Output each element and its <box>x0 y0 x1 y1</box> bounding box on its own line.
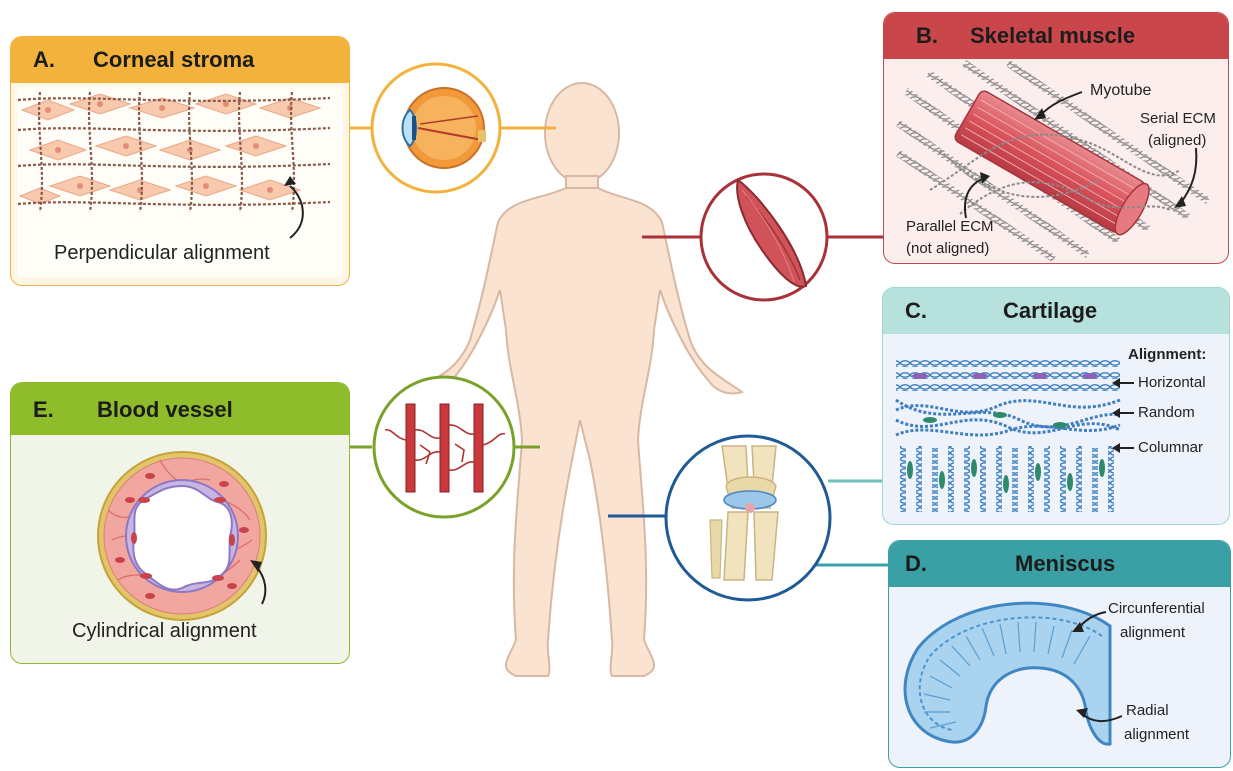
circumferential-label: Circunferential <box>1108 600 1205 617</box>
panel-letter: E. <box>33 397 54 423</box>
panel-title: Blood vessel <box>97 397 233 423</box>
panel-letter: D. <box>905 551 927 577</box>
parallel-ecm-sublabel: (not aligned) <box>906 240 989 257</box>
serial-ecm-label: Serial ECM <box>1140 110 1216 127</box>
serial-ecm-sublabel: (aligned) <box>1148 132 1206 149</box>
panel-e-caption: Cylindrical alignment <box>72 620 257 643</box>
parallel-ecm-label: Parallel ECM <box>906 218 994 235</box>
panel-letter: C. <box>905 298 927 324</box>
eye-icon <box>372 64 500 192</box>
random-label: Random <box>1138 404 1195 421</box>
panel-e-header: E. Blood vessel <box>11 383 349 435</box>
panel-title: Skeletal muscle <box>970 23 1135 49</box>
radial-label: Radial <box>1126 702 1169 719</box>
radial-sublabel: alignment <box>1124 726 1189 743</box>
panel-b-header: B. Skeletal muscle <box>884 13 1228 59</box>
knee-joint-icon <box>666 436 830 600</box>
panel-c-header: C. Cartilage <box>883 288 1229 334</box>
panel-title: Meniscus <box>1015 551 1115 577</box>
panel-letter: A. <box>33 47 55 73</box>
panel-letter: B. <box>916 23 938 49</box>
myotube-label: Myotube <box>1090 82 1151 100</box>
circumferential-sublabel: alignment <box>1120 624 1185 641</box>
blood-vessels-icon <box>374 377 514 517</box>
horizontal-label: Horizontal <box>1138 374 1206 391</box>
panel-a-caption: Perpendicular alignment <box>54 242 270 265</box>
panel-title: Corneal stroma <box>93 47 254 73</box>
alignment-heading: Alignment: <box>1128 346 1206 363</box>
muscle-icon <box>701 174 827 300</box>
columnar-label: Columnar <box>1138 439 1203 456</box>
panel-a-header: A. Corneal stroma <box>11 37 349 83</box>
panel-d-header: D. Meniscus <box>889 541 1230 587</box>
panel-title: Cartilage <box>1003 298 1097 324</box>
